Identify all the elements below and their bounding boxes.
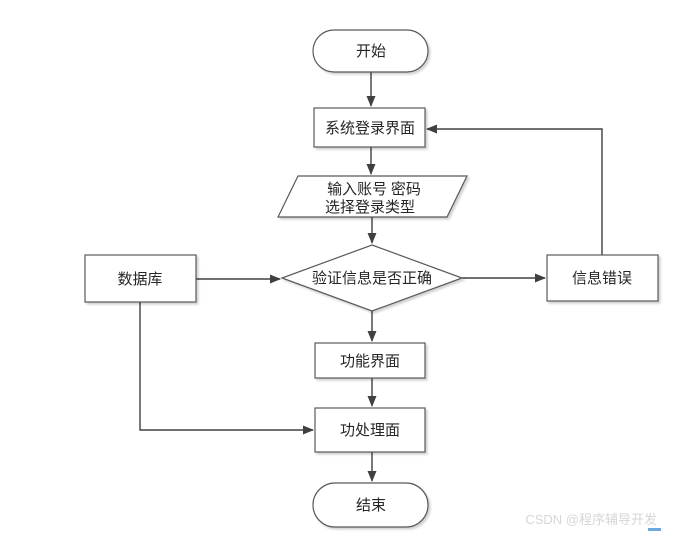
- database-label: 数据库: [117, 271, 162, 288]
- login-process-shape: [313, 107, 426, 148]
- error-label: 信息错误: [572, 270, 632, 287]
- function-ui-process-shape: [314, 342, 426, 379]
- edge-error-to-login: [426, 124, 603, 255]
- processing-process-shape: [314, 407, 426, 453]
- node-end: 结束: [312, 482, 429, 528]
- database-process-shape: [84, 254, 197, 303]
- login-label: 系统登录界面: [325, 120, 415, 137]
- end-label: 结束: [356, 497, 386, 514]
- node-database: 数据库: [84, 254, 197, 303]
- connectors: [139, 72, 603, 482]
- function-ui-label: 功能界面: [340, 353, 400, 370]
- error-process-shape: [546, 254, 659, 302]
- watermark-accent-dash: [648, 528, 661, 531]
- node-input: 输入账号 密码 选择登录类型: [277, 175, 468, 218]
- input-label-line2: 选择登录类型: [325, 199, 415, 216]
- verify-label: 验证信息是否正确: [312, 270, 432, 287]
- watermark-text: CSDN @程序辅导开发: [525, 512, 657, 527]
- end-terminator-shape: [312, 482, 429, 528]
- node-verify: 验证信息是否正确: [280, 244, 464, 312]
- input-parallelogram-shape: [277, 175, 468, 218]
- node-processing: 功处理面: [314, 407, 426, 453]
- processing-label: 功处理面: [340, 422, 400, 439]
- node-error: 信息错误: [546, 254, 659, 302]
- input-label-line1: 输入账号 密码: [327, 181, 421, 198]
- node-function-ui: 功能界面: [314, 342, 426, 379]
- verify-decision-shape: [280, 244, 464, 312]
- edge-database-to-processing: [139, 302, 314, 435]
- node-login: 系统登录界面: [313, 107, 426, 148]
- watermark: CSDN @程序辅导开发: [525, 512, 661, 531]
- start-terminator-shape: [312, 29, 429, 73]
- node-start: 开始: [312, 29, 429, 73]
- start-label: 开始: [356, 43, 386, 60]
